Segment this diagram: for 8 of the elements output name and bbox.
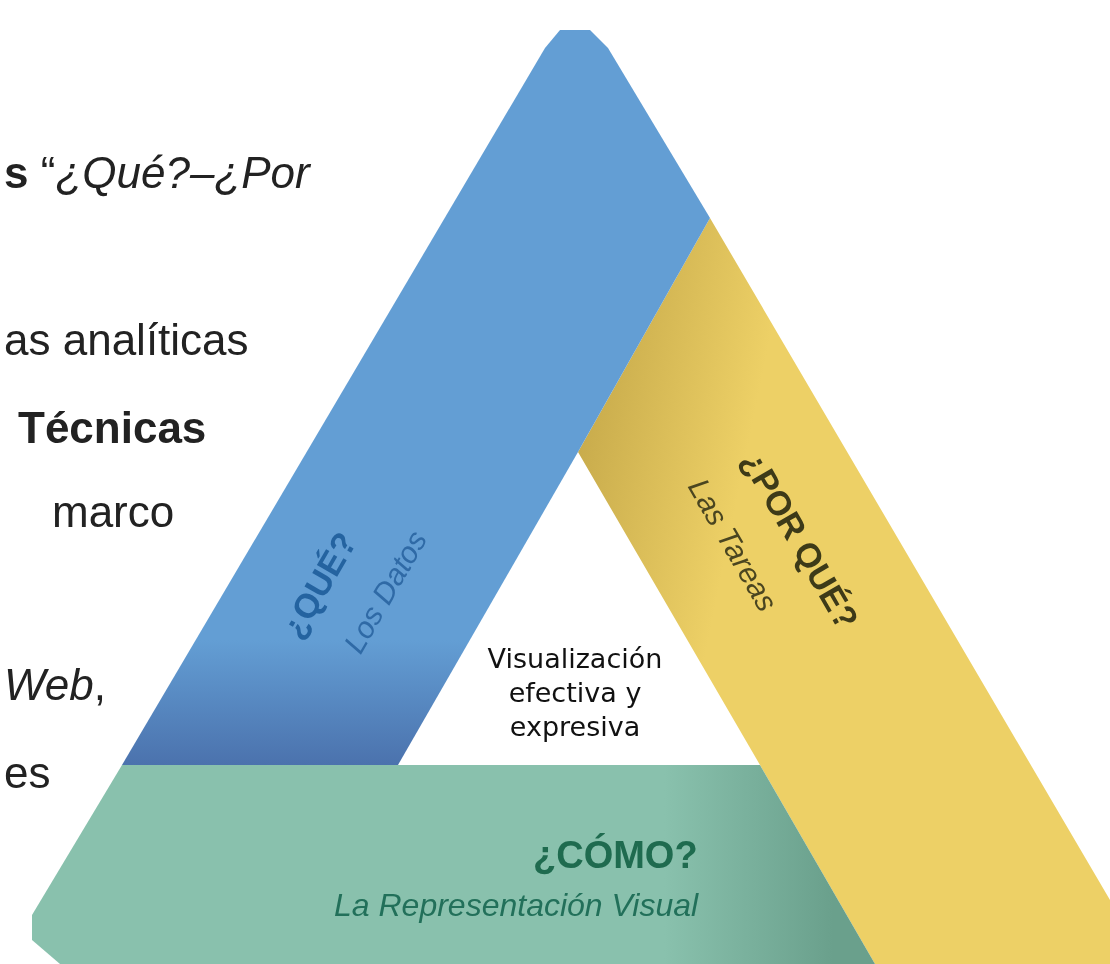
- text-fragment: s “¿Qué?–¿Por: [4, 148, 310, 198]
- band-subtitle: La Representación Visual: [334, 889, 699, 921]
- text-fragment: Web,: [4, 660, 106, 710]
- text-fragment: as analíticas: [4, 315, 249, 365]
- text-fragment: es: [4, 748, 51, 798]
- text-fragment: marco: [52, 487, 175, 537]
- text-fragment: Técnicas: [18, 403, 207, 453]
- center-caption: Visualización efectiva y expresiva: [486, 642, 664, 744]
